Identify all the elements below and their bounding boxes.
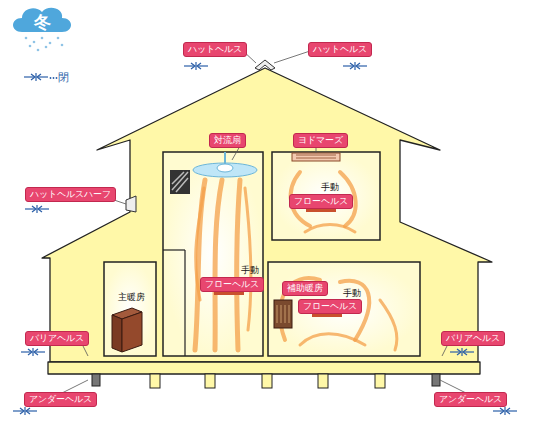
hat-vent <box>255 60 275 70</box>
warm-airflow <box>195 172 397 350</box>
product-tag: アンダーヘルス <box>24 392 97 407</box>
tag-text: アンダーヘルス <box>439 394 502 405</box>
product-tag: 補助暖房 <box>282 281 328 296</box>
plain-label: 手動 <box>343 288 361 299</box>
product-tag: ハットヘルス <box>183 42 247 57</box>
product-tag: フローヘルス <box>298 299 362 314</box>
ceiling-fan <box>193 152 257 177</box>
tag-text: アンダーヘルス <box>29 394 92 405</box>
leader-lines <box>62 50 466 393</box>
product-tag: 対流扇 <box>209 133 246 148</box>
closed-symbol <box>21 348 45 356</box>
closed-symbol <box>24 73 48 81</box>
season-title: 冬 <box>34 13 51 32</box>
ceiling-vent <box>292 153 340 161</box>
tag-text: バリアヘルス <box>30 333 84 344</box>
sub-heater <box>274 300 292 328</box>
product-tag: フローヘルス <box>200 277 264 292</box>
tag-text: フローヘルス <box>205 279 259 290</box>
plain-label: 手動 <box>321 182 339 193</box>
product-tag: アンダーヘルス <box>434 392 507 407</box>
closed-symbol <box>493 407 517 415</box>
legend-ellipsis <box>49 76 59 80</box>
window <box>170 170 190 194</box>
hat-vent-half <box>126 196 136 212</box>
tag-text: フローヘルス <box>303 301 357 312</box>
product-tag: バリアヘルス <box>25 331 89 346</box>
rooms <box>104 152 420 356</box>
product-tag: ハットヘルス <box>308 42 372 57</box>
house-outline <box>42 68 492 374</box>
legend-text: 閉 <box>58 72 69 83</box>
product-tag: バリアヘルス <box>441 331 505 346</box>
plain-label: 手動 <box>241 265 259 276</box>
tag-text: フローヘルス <box>294 196 348 207</box>
closed-symbol <box>343 62 367 70</box>
plain-label: 主暖房 <box>118 292 145 303</box>
closed-symbol <box>450 348 474 356</box>
tag-text: ハットヘルス <box>313 44 367 55</box>
product-tag: フローヘルス <box>289 194 353 209</box>
winter-cloud <box>13 8 71 52</box>
closed-symbol <box>13 407 37 415</box>
closed-symbol <box>25 205 49 213</box>
tag-text: ハットヘルス <box>188 44 242 55</box>
tag-text: 対流扇 <box>214 135 241 146</box>
closed-symbol <box>184 62 208 70</box>
tag-text: ヨドマーズ <box>298 135 343 146</box>
foundation-posts <box>92 374 440 388</box>
product-tag: ハットヘルスハーフ <box>25 187 116 202</box>
main-heater <box>112 308 142 352</box>
tag-text: ハットヘルスハーフ <box>30 189 111 200</box>
tag-text: 補助暖房 <box>287 283 323 294</box>
tag-text: バリアヘルス <box>446 333 500 344</box>
product-tag: ヨドマーズ <box>293 133 348 148</box>
